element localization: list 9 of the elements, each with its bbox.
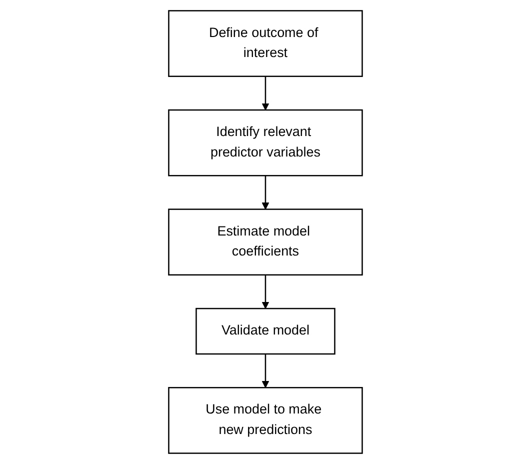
arrow <box>261 76 269 110</box>
node-box: Identify relevant predictor variables <box>168 109 362 176</box>
arrow <box>261 274 269 309</box>
arrow <box>261 176 269 210</box>
node-box: Use model to make new predictions <box>168 387 362 454</box>
node-box: Estimate model coefficients <box>168 208 362 276</box>
arrow <box>261 354 269 388</box>
node-box: Define outcome of interest <box>168 10 362 77</box>
node-box: Validate model <box>195 308 335 355</box>
